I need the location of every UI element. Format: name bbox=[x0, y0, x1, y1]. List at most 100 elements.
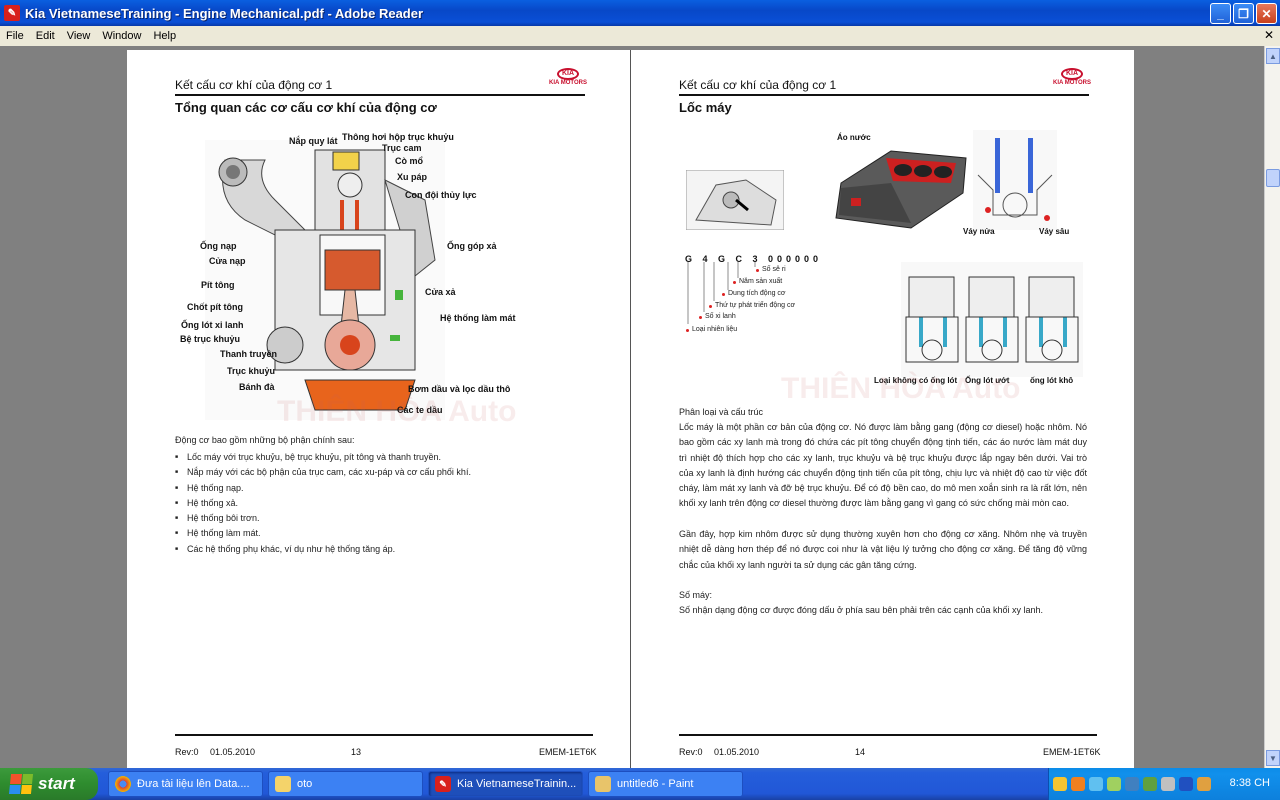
section-heading: Phân loại và cấu trúc bbox=[679, 407, 764, 417]
code-label-fuel: Loại nhiên liệu bbox=[685, 326, 738, 333]
engine-code: G 4 G C 3 000000 bbox=[685, 254, 823, 264]
tray-app-icon[interactable] bbox=[1125, 777, 1139, 791]
shield-icon[interactable] bbox=[1053, 777, 1067, 791]
volume-icon[interactable] bbox=[1161, 777, 1175, 791]
close-button[interactable]: ✕ bbox=[1256, 3, 1277, 24]
header-rule bbox=[175, 94, 585, 96]
label-ong-lot-uot: Ống lót ướt bbox=[965, 376, 1010, 385]
body-paragraph: Số nhận dạng động cơ được đóng dấu ở phí… bbox=[679, 605, 1043, 615]
menu-edit[interactable]: Edit bbox=[35, 30, 55, 42]
bullet-item: Hệ thống xả. bbox=[175, 498, 238, 508]
page-14: Kết cấu cơ khí của động cơ 1 KIA KIA MOT… bbox=[631, 50, 1134, 768]
menu-help[interactable]: Help bbox=[153, 30, 177, 42]
label-ao-nuoc: Áo nước bbox=[837, 133, 871, 142]
minimize-button[interactable]: _ bbox=[1210, 3, 1231, 24]
header-rule bbox=[679, 94, 1089, 96]
tray-app-icon[interactable] bbox=[1107, 777, 1121, 791]
scroll-down-button[interactable]: ▼ bbox=[1266, 750, 1280, 766]
tray-app-icon[interactable] bbox=[1179, 777, 1193, 791]
menu-bar: File Edit View Window Help ✕ bbox=[0, 26, 1280, 46]
label-xu-pap: Xu páp bbox=[397, 172, 428, 182]
bullet-item: Hệ thống làm mát. bbox=[175, 528, 260, 538]
document-close-icon[interactable]: ✕ bbox=[1263, 28, 1274, 42]
paint-icon bbox=[595, 776, 611, 792]
footer-code: EMEM-1ET6K bbox=[1043, 747, 1101, 757]
footer-code: EMEM-1ET6K bbox=[539, 747, 597, 757]
label-truc-cam: Trục cam bbox=[382, 143, 422, 153]
label-cua-xa: Cửa xả bbox=[425, 287, 456, 297]
label-pit-tong: Pít tông bbox=[201, 280, 235, 290]
scroll-up-button[interactable]: ▲ bbox=[1266, 48, 1280, 64]
label-truc-khuyu: Trục khuỷu bbox=[227, 366, 276, 376]
restore-button[interactable]: ❐ bbox=[1233, 3, 1254, 24]
footer-rule bbox=[175, 734, 593, 736]
footer-page-number: 13 bbox=[351, 747, 362, 757]
body-paragraph: Gần đây, hợp kim nhôm được sử dụng thườn… bbox=[679, 529, 1087, 570]
menu-view[interactable]: View bbox=[66, 30, 91, 42]
label-thanh-truyen: Thanh truyền bbox=[220, 349, 278, 359]
cylinder-liner-types-diagram bbox=[901, 262, 1083, 377]
label-khong-ong-lot: Loại không có ống lót bbox=[874, 376, 958, 385]
engine-cutaway-illustration bbox=[205, 140, 445, 420]
window-title: Kia VietnameseTraining - Engine Mechanic… bbox=[25, 5, 424, 21]
engine-block-sketch bbox=[686, 170, 784, 230]
section-heading: Số máy: bbox=[679, 590, 713, 600]
label-vay-sau: Váy sâu bbox=[1039, 227, 1070, 236]
tray-app-icon[interactable] bbox=[1197, 777, 1211, 791]
scroll-thumb[interactable] bbox=[1266, 169, 1280, 187]
system-tray: 8:38 CH bbox=[1048, 768, 1280, 800]
clock[interactable]: 8:38 CH bbox=[1229, 777, 1270, 789]
start-label: start bbox=[38, 774, 75, 793]
taskbar-item-paint[interactable]: untitled6 - Paint bbox=[588, 771, 743, 797]
page-divider bbox=[630, 50, 631, 768]
label-vay-nua: Váy nửa bbox=[963, 227, 995, 236]
label-ong-lot-kho: ống lót khô bbox=[1030, 376, 1074, 385]
windows-flag-icon bbox=[8, 774, 34, 794]
adobe-reader-icon: ✎ bbox=[4, 5, 20, 21]
code-label-development: Thứ tự phát triển động cơ bbox=[708, 302, 796, 309]
menu-window[interactable]: Window bbox=[102, 30, 142, 42]
bullet-item: Hệ thống nạp. bbox=[175, 483, 243, 493]
page-header-title: Kết cấu cơ khí của động cơ 1 bbox=[175, 78, 333, 92]
intro-text: Động cơ bao gồm những bộ phận chính sau: bbox=[175, 435, 355, 445]
document-area[interactable]: Kết cấu cơ khí của động cơ 1 KIA KIA MOT… bbox=[0, 46, 1264, 768]
taskbar: start Đưa tài liệu lên Data.... oto ✎ Ki… bbox=[0, 768, 1280, 800]
page-13: Kết cấu cơ khí của động cơ 1 KIA KIA MOT… bbox=[127, 50, 630, 768]
kia-logo: KIA KIA MOTORS bbox=[1052, 68, 1091, 86]
label-banh-da: Bánh đà bbox=[239, 382, 275, 392]
tray-app-icon[interactable] bbox=[1071, 777, 1085, 791]
label-thong-hoi: Thông hơi hộp trục khuỷu bbox=[342, 132, 454, 142]
chrome-icon bbox=[115, 776, 131, 792]
bullet-item: Nắp máy với các bộ phận của trục cam, cá… bbox=[175, 467, 471, 477]
code-label-cylinders: Số xi lanh bbox=[699, 313, 736, 320]
taskbar-item-folder[interactable]: oto bbox=[268, 771, 423, 797]
menu-file[interactable]: File bbox=[6, 30, 24, 42]
adobe-reader-icon: ✎ bbox=[435, 776, 451, 792]
watermark: THIÊN HÒA Auto bbox=[277, 395, 517, 428]
footer-rev: Rev:0 bbox=[175, 747, 199, 757]
label-be-truc-khuyu: Bệ trục khuỷu bbox=[180, 334, 241, 344]
title-bar: ✎ Kia VietnameseTraining - Engine Mechan… bbox=[0, 0, 1280, 26]
body-paragraph: Lốc máy là một phần cơ bản của động cơ. … bbox=[679, 422, 1087, 509]
vertical-scrollbar[interactable]: ▲ ▼ bbox=[1264, 46, 1280, 768]
label-ong-gop-xa: Ống góp xả bbox=[447, 241, 497, 251]
footer-date: 01.05.2010 bbox=[210, 747, 256, 757]
start-button[interactable]: start bbox=[0, 768, 98, 800]
taskbar-item-adobe-reader[interactable]: ✎ Kia VietnameseTrainin... bbox=[428, 771, 583, 797]
tray-app-icon[interactable] bbox=[1143, 777, 1157, 791]
kia-logo: KIA KIA MOTORS bbox=[548, 68, 587, 86]
network-icon[interactable] bbox=[1089, 777, 1103, 791]
folder-icon bbox=[275, 776, 291, 792]
section-title: Tổng quan các cơ cấu cơ khí của động cơ bbox=[175, 100, 437, 115]
code-label-displacement: Dung tích động cơ bbox=[722, 290, 786, 297]
code-leader-lines bbox=[687, 262, 756, 324]
label-nap-quy-lat: Nắp quy lát bbox=[289, 136, 338, 146]
footer-page-number: 14 bbox=[855, 747, 866, 757]
footer-rev: Rev:0 bbox=[679, 747, 703, 757]
label-chot-pit-tong: Chốt pít tông bbox=[187, 302, 243, 312]
label-ong-nap: Ống nạp bbox=[200, 241, 237, 251]
taskbar-item-chrome[interactable]: Đưa tài liệu lên Data.... bbox=[108, 771, 263, 797]
label-cac-te-dau: Các te dầu bbox=[397, 405, 443, 415]
page-header-title: Kết cấu cơ khí của động cơ 1 bbox=[679, 78, 837, 92]
label-bom-dau: Bơm dầu và lọc dầu thô bbox=[408, 384, 511, 394]
